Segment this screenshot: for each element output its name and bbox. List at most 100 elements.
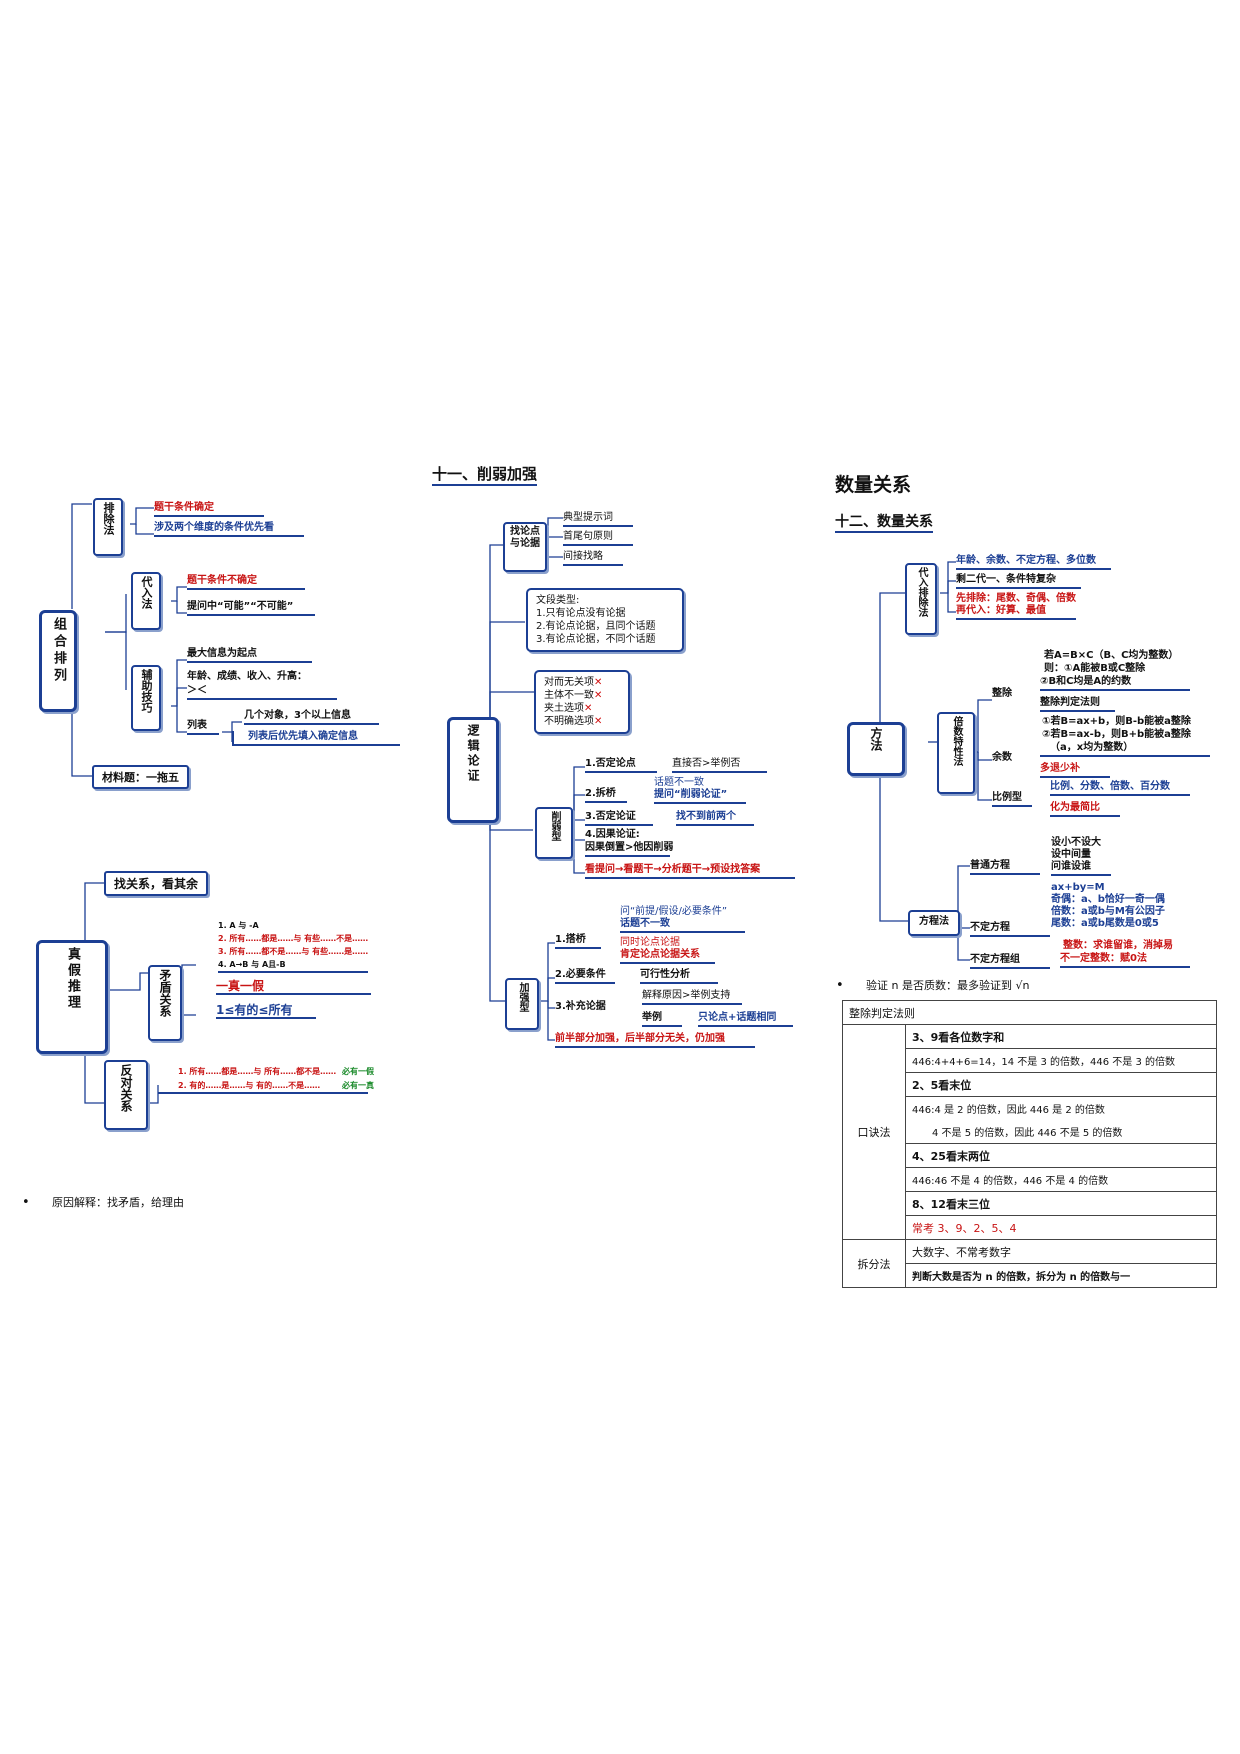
- weaken-4-b: 因果倒置>他因削弱: [585, 842, 673, 857]
- invalid-option-1: 对而无关项✕: [544, 677, 603, 688]
- aux-list-label: 列表: [187, 720, 219, 735]
- passage-types-box[interactable]: 文段类型: 1.只有论点没有论据 2.有论点论据，且同个话题 3.有论点论据，不…: [526, 588, 684, 652]
- method-root[interactable]: 方法: [847, 722, 905, 776]
- weaken-3-a: 3.否定论证: [585, 811, 653, 826]
- indef-eq-line-2: 奇偶：a、b恰好一奇一偶: [1051, 894, 1165, 905]
- oral-row-3: 446:4 是 2 的倍数，因此 446 是 2 的倍数: [905, 1096, 1217, 1120]
- normal-eq-label: 普通方程: [970, 860, 1040, 875]
- find-argument-node[interactable]: 找论点与论据: [503, 522, 547, 572]
- invalid-options-box[interactable]: 对而无关项✕ 主体不一致✕ 夹土选项✕ 不明确选项✕: [534, 670, 630, 734]
- invalid-option-4: 不明确选项✕: [544, 716, 603, 727]
- ratio-item-1: 比例、分数、倍数、百分数: [1050, 781, 1190, 796]
- eq-node[interactable]: 方程法: [908, 910, 960, 936]
- rem-line-3: （a，x均为整数）: [1040, 742, 1210, 757]
- method-root-label: 方法: [869, 727, 883, 751]
- truefalse-root-label: 真假推理: [65, 947, 80, 1011]
- opp-rule-1: 必有一假: [342, 1067, 374, 1076]
- truefalse-root[interactable]: 真假推理: [36, 940, 108, 1054]
- divide-line-2: 则：①A能被B或C整除: [1044, 663, 1146, 674]
- find-item-3: 间接找略: [563, 551, 623, 566]
- contra-item-1: 1. A 与 -A: [218, 921, 259, 930]
- oral-row-4: 4 不是 5 的倍数，因此 446 不是 5 的倍数: [905, 1120, 1217, 1144]
- note-left: 原因解释：找矛盾，给理由: [52, 1196, 184, 1209]
- normal-eq-line-3: 问谁设谁: [1051, 861, 1111, 876]
- weaken-3-b: 找不到前两个: [676, 811, 754, 826]
- passage-type-2: 2.有论点论据，且同个话题: [536, 621, 656, 632]
- ratio-item-2: 化为最简比: [1050, 802, 1120, 817]
- contra-node[interactable]: 矛盾关系: [148, 965, 182, 1041]
- opp-item-1: 1. 所有……都是……与 所有……都不是……: [178, 1067, 337, 1076]
- cross-icon: ✕: [584, 703, 593, 714]
- opp-item-2: 2. 有的……是……与 有的……不是……: [158, 1080, 368, 1094]
- sub-item-1: 年龄、余数、不定方程、多位数: [956, 555, 1111, 570]
- split-row-1: 判断大数是否为 n 的倍数，拆分为 n 的倍数与一: [905, 1263, 1217, 1288]
- opp-node[interactable]: 反对关系: [104, 1060, 148, 1130]
- exclude-item-2: 涉及两个维度的条件优先看: [154, 522, 304, 537]
- material-node[interactable]: 材料题：一拖五: [92, 765, 189, 789]
- sub-exclude-node[interactable]: 代入排除法: [905, 563, 937, 635]
- weaken-flow: 看提问→看题干→分析题干→预设找答案: [585, 864, 795, 879]
- rem-label: 余数: [992, 752, 1012, 763]
- bullet-left: •: [22, 1195, 30, 1210]
- rem-line-1: ①若B=ax+b，则B-b能被a整除: [1042, 716, 1191, 727]
- indef-eq-line-4: 尾数：a或b尾数是0或5: [1051, 918, 1159, 929]
- ratio-label: 比例型: [992, 792, 1032, 807]
- oral-method-label: 口诀法: [842, 1024, 906, 1240]
- strengthen-1-b2: 话题不一致: [620, 918, 745, 933]
- table-header: 整除判定法则: [842, 1000, 1217, 1025]
- exclude-node[interactable]: 排除法: [93, 498, 123, 556]
- middle-title: 十一、削弱加强: [432, 463, 538, 486]
- group-eq-line-1: 整数：求谁留谁，消掉易: [1063, 940, 1173, 951]
- strengthen-node[interactable]: 加强型: [505, 978, 539, 1030]
- substitute-item-1: 题干条件不确定: [187, 575, 305, 590]
- aux-item-2: 年龄、成绩、收入、升高：: [187, 671, 307, 682]
- find-argument-label: 找论点与论据: [510, 526, 540, 549]
- right-title: 数量关系: [835, 474, 912, 496]
- aux-item-1: 最大信息为起点: [187, 648, 312, 663]
- cross-icon: ✕: [594, 677, 603, 688]
- weaken-2-a: 2.拆桥: [585, 788, 627, 803]
- find-relation-node[interactable]: 找关系，看其余: [104, 871, 209, 896]
- opp-rule-2: 必有一真: [342, 1081, 374, 1090]
- weaken-1-b: 直接否>举例否: [672, 758, 767, 773]
- indef-eq-line-3: 倍数：a或b与M有公因子: [1051, 906, 1165, 917]
- divisibility-rules-table: 整除判定法则 口诀法 3、9看各位数字和 446:4+4+6=14，14 不是 …: [842, 1000, 1217, 1288]
- combo-root[interactable]: 组合排列: [39, 610, 77, 712]
- weaken-node[interactable]: 削弱型: [535, 807, 573, 859]
- contra-item-2: 2. 所有……都是……与 有些……不是……: [218, 934, 369, 943]
- passage-type-0: 文段类型:: [536, 595, 580, 606]
- divide-label: 整除: [992, 688, 1012, 699]
- eq-node-label: 方程法: [919, 916, 949, 927]
- aux-node[interactable]: 辅助技巧: [131, 665, 161, 731]
- logic-root[interactable]: 逻辑论证: [447, 717, 499, 823]
- bullet-right: •: [836, 978, 844, 993]
- mult-node[interactable]: 倍数特性法: [937, 712, 975, 794]
- aux-list-item-1: 几个对象，3个以上信息: [244, 710, 379, 725]
- aux-list-item-2: 列表后优先填入确定信息: [232, 731, 400, 746]
- strengthen-1-c2: 肯定论点论据关系: [620, 949, 715, 964]
- substitute-node[interactable]: 代入法: [131, 572, 161, 630]
- passage-type-1: 1.只有论点没有论据: [536, 608, 626, 619]
- oral-row-1: 446:4+4+6=14，14 不是 3 的倍数，446 不是 3 的倍数: [905, 1048, 1217, 1073]
- oral-row-8: 常考 3、9、2、5、4: [905, 1215, 1217, 1240]
- divide-sub: 整除判定法则: [1040, 697, 1115, 712]
- substitute-item-2: 提问中“可能”“不可能”: [187, 601, 315, 616]
- substitute-node-label: 代入法: [140, 576, 153, 609]
- weaken-2-b1: 话题不一致: [654, 777, 704, 788]
- strengthen-2-a: 2.必要条件: [555, 969, 615, 984]
- exclude-item-1: 题干条件确定: [154, 502, 264, 517]
- contra-item-4: 4. A→B 与 A且-B: [218, 959, 368, 973]
- strengthen-1-c1: 同时论点论据: [620, 937, 680, 948]
- oral-row-0: 3、9看各位数字和: [905, 1024, 1217, 1049]
- contra-item-3: 3. 所有……都不是……与 有些……是……: [218, 947, 369, 956]
- contra-rule: 一真一假: [216, 980, 371, 995]
- strengthen-2-b: 可行性分析: [640, 969, 718, 984]
- combo-root-label: 组合排列: [51, 617, 66, 685]
- cross-icon: ✕: [594, 716, 603, 727]
- invalid-option-2: 主体不一致✕: [544, 690, 603, 701]
- oral-row-7: 8、12看末三位: [905, 1191, 1217, 1216]
- split-method-label: 拆分法: [842, 1239, 906, 1288]
- weaken-2-b2: 提问“削弱论证”: [654, 789, 746, 804]
- rem-line-2: ②若B=ax-b，则B+b能被a整除: [1042, 729, 1191, 740]
- rem-sub: 多退少补: [1040, 763, 1110, 778]
